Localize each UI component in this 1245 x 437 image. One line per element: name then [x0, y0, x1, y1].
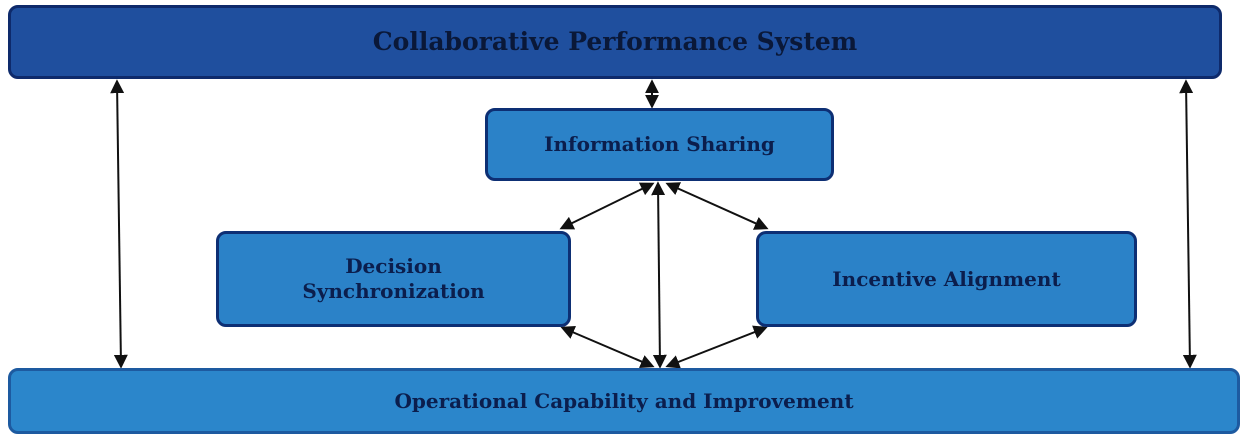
arrow-decision-bottom	[560, 325, 655, 369]
operational-capability-box: Operational Capability and Improvement	[8, 368, 1240, 434]
information-sharing-box: Information Sharing	[485, 108, 834, 181]
top-box-label: Collaborative Performance System	[372, 27, 858, 57]
arrow-incentive-bottom	[665, 325, 768, 369]
collaborative-performance-system-box: Collaborative Performance System	[8, 5, 1222, 79]
incentive-alignment-box: Incentive Alignment	[756, 231, 1137, 327]
arrow-top-bottom-left	[110, 79, 128, 369]
incentive-box-label: Incentive Alignment	[832, 266, 1061, 291]
arrow-top-bottom-right	[1179, 79, 1197, 369]
arrow-info-bottom	[651, 181, 667, 369]
bottom-box-label: Operational Capability and Improvement	[394, 388, 854, 413]
decision-box-line1: Decision	[345, 254, 442, 278]
decision-box-line2: Synchronization	[302, 279, 485, 303]
arrow-info-incentive	[665, 182, 769, 230]
info-box-label: Information Sharing	[544, 132, 775, 156]
arrow-info-decision	[559, 182, 655, 230]
decision-synchronization-box: Decision Synchronization	[216, 231, 571, 327]
